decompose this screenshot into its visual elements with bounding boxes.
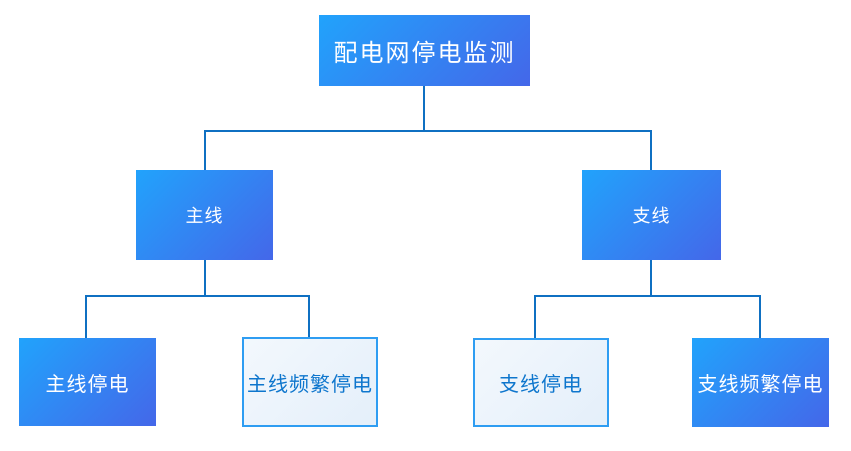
connector-main-frequent-drop (308, 295, 310, 337)
connector-branch-frequent-drop (759, 295, 761, 338)
connector-branch-outage-drop (534, 295, 536, 338)
connector-branch-children-rail (534, 295, 760, 297)
node-branch-line-outage: 支线停电 (473, 338, 609, 427)
connector-main-line-drop (204, 130, 206, 170)
connector-level1-rail (205, 130, 651, 132)
node-main-line-frequent-outage: 主线频繁停电 (242, 337, 378, 427)
node-root-label: 配电网停电监测 (333, 40, 516, 67)
connector-main-outage-drop (85, 295, 87, 338)
node-main-line-outage-label: 主线停电 (45, 373, 130, 396)
connector-main-line-stem (204, 260, 206, 296)
node-main-line-frequent-outage-label: 主线频繁停电 (247, 373, 373, 396)
node-main-line-outage: 主线停电 (19, 338, 156, 426)
connector-main-children-rail (85, 295, 309, 297)
node-root: 配电网停电监测 (319, 15, 530, 86)
node-branch-line-frequent-outage-label: 支线频繁停电 (697, 374, 824, 396)
node-branch-line: 支线 (582, 170, 721, 260)
node-main-line-label: 主线 (185, 206, 224, 226)
connector-branch-line-stem (650, 260, 652, 296)
connector-branch-line-drop (650, 130, 652, 170)
node-main-line: 主线 (136, 170, 273, 260)
connector-root-stem (423, 86, 425, 131)
node-branch-line-outage-label: 支线停电 (499, 374, 583, 396)
node-branch-line-frequent-outage: 支线频繁停电 (692, 338, 829, 427)
node-branch-line-label: 支线 (632, 206, 671, 226)
